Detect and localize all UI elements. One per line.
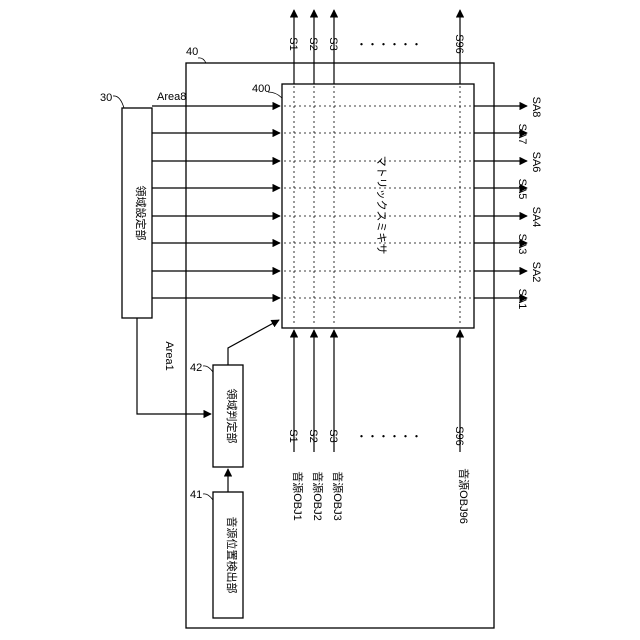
sa-labels: SA1 SA2 SA3 SA4 SA5 SA6 SA7 SA8 [516, 97, 542, 310]
top-s1-label: S1 [287, 37, 299, 50]
top-dots: ・・・・・・ [356, 39, 422, 51]
sa8-label: SA8 [530, 97, 542, 118]
area-arrows [152, 106, 280, 298]
sound-obj1-label: 音源OBJ1 [291, 471, 305, 521]
sa3-label: SA3 [516, 234, 528, 255]
bottom-s3-label: S3 [327, 429, 339, 442]
sa6-label: SA6 [530, 152, 542, 173]
bottom-s1-label: S1 [287, 429, 299, 442]
area-judge-ref: 42 [190, 362, 202, 374]
area-setting-label: 領域設定部 [134, 186, 148, 241]
matrix-mixer-ref: 400 [252, 83, 270, 95]
matrix-mixer-label: マトリックスミキサ [375, 156, 388, 255]
sa4-label: SA4 [530, 207, 542, 228]
sa1-label: SA1 [516, 289, 528, 310]
outer-frame-ref: 40 [186, 46, 198, 58]
area1-label: Area1 [163, 341, 175, 370]
sa5-label: SA5 [516, 179, 528, 200]
bottom-s2-label: S2 [307, 429, 319, 442]
area-setting-ref: 30 [100, 92, 112, 104]
sa7-label: SA7 [516, 124, 528, 145]
block-connections [137, 318, 279, 492]
sound-obj96-label: 音源OBJ96 [457, 468, 471, 524]
area8-label: Area8 [157, 91, 186, 103]
sa2-label: SA2 [530, 262, 542, 283]
position-detect-label: 音源位置検出部 [225, 517, 239, 594]
bottom-s96-label: S96 [453, 426, 465, 446]
area-judge-label: 領域判定部 [225, 389, 239, 444]
matrix-mixer-block: 400 マトリックスミキサ [252, 83, 474, 328]
top-s3-label: S3 [327, 37, 339, 50]
position-detect-block: 41 音源位置検出部 [190, 489, 243, 618]
position-detect-ref: 41 [190, 489, 202, 501]
sound-object-labels: 音源OBJ1 音源OBJ2 音源OBJ3 音源OBJ96 [291, 468, 471, 524]
sound-obj2-label: 音源OBJ2 [311, 471, 325, 521]
top-s2-label: S2 [307, 37, 319, 50]
bottom-dots: ・・・・・・ [356, 431, 422, 443]
sound-obj3-label: 音源OBJ3 [331, 471, 345, 521]
top-s96-label: S96 [453, 34, 465, 54]
